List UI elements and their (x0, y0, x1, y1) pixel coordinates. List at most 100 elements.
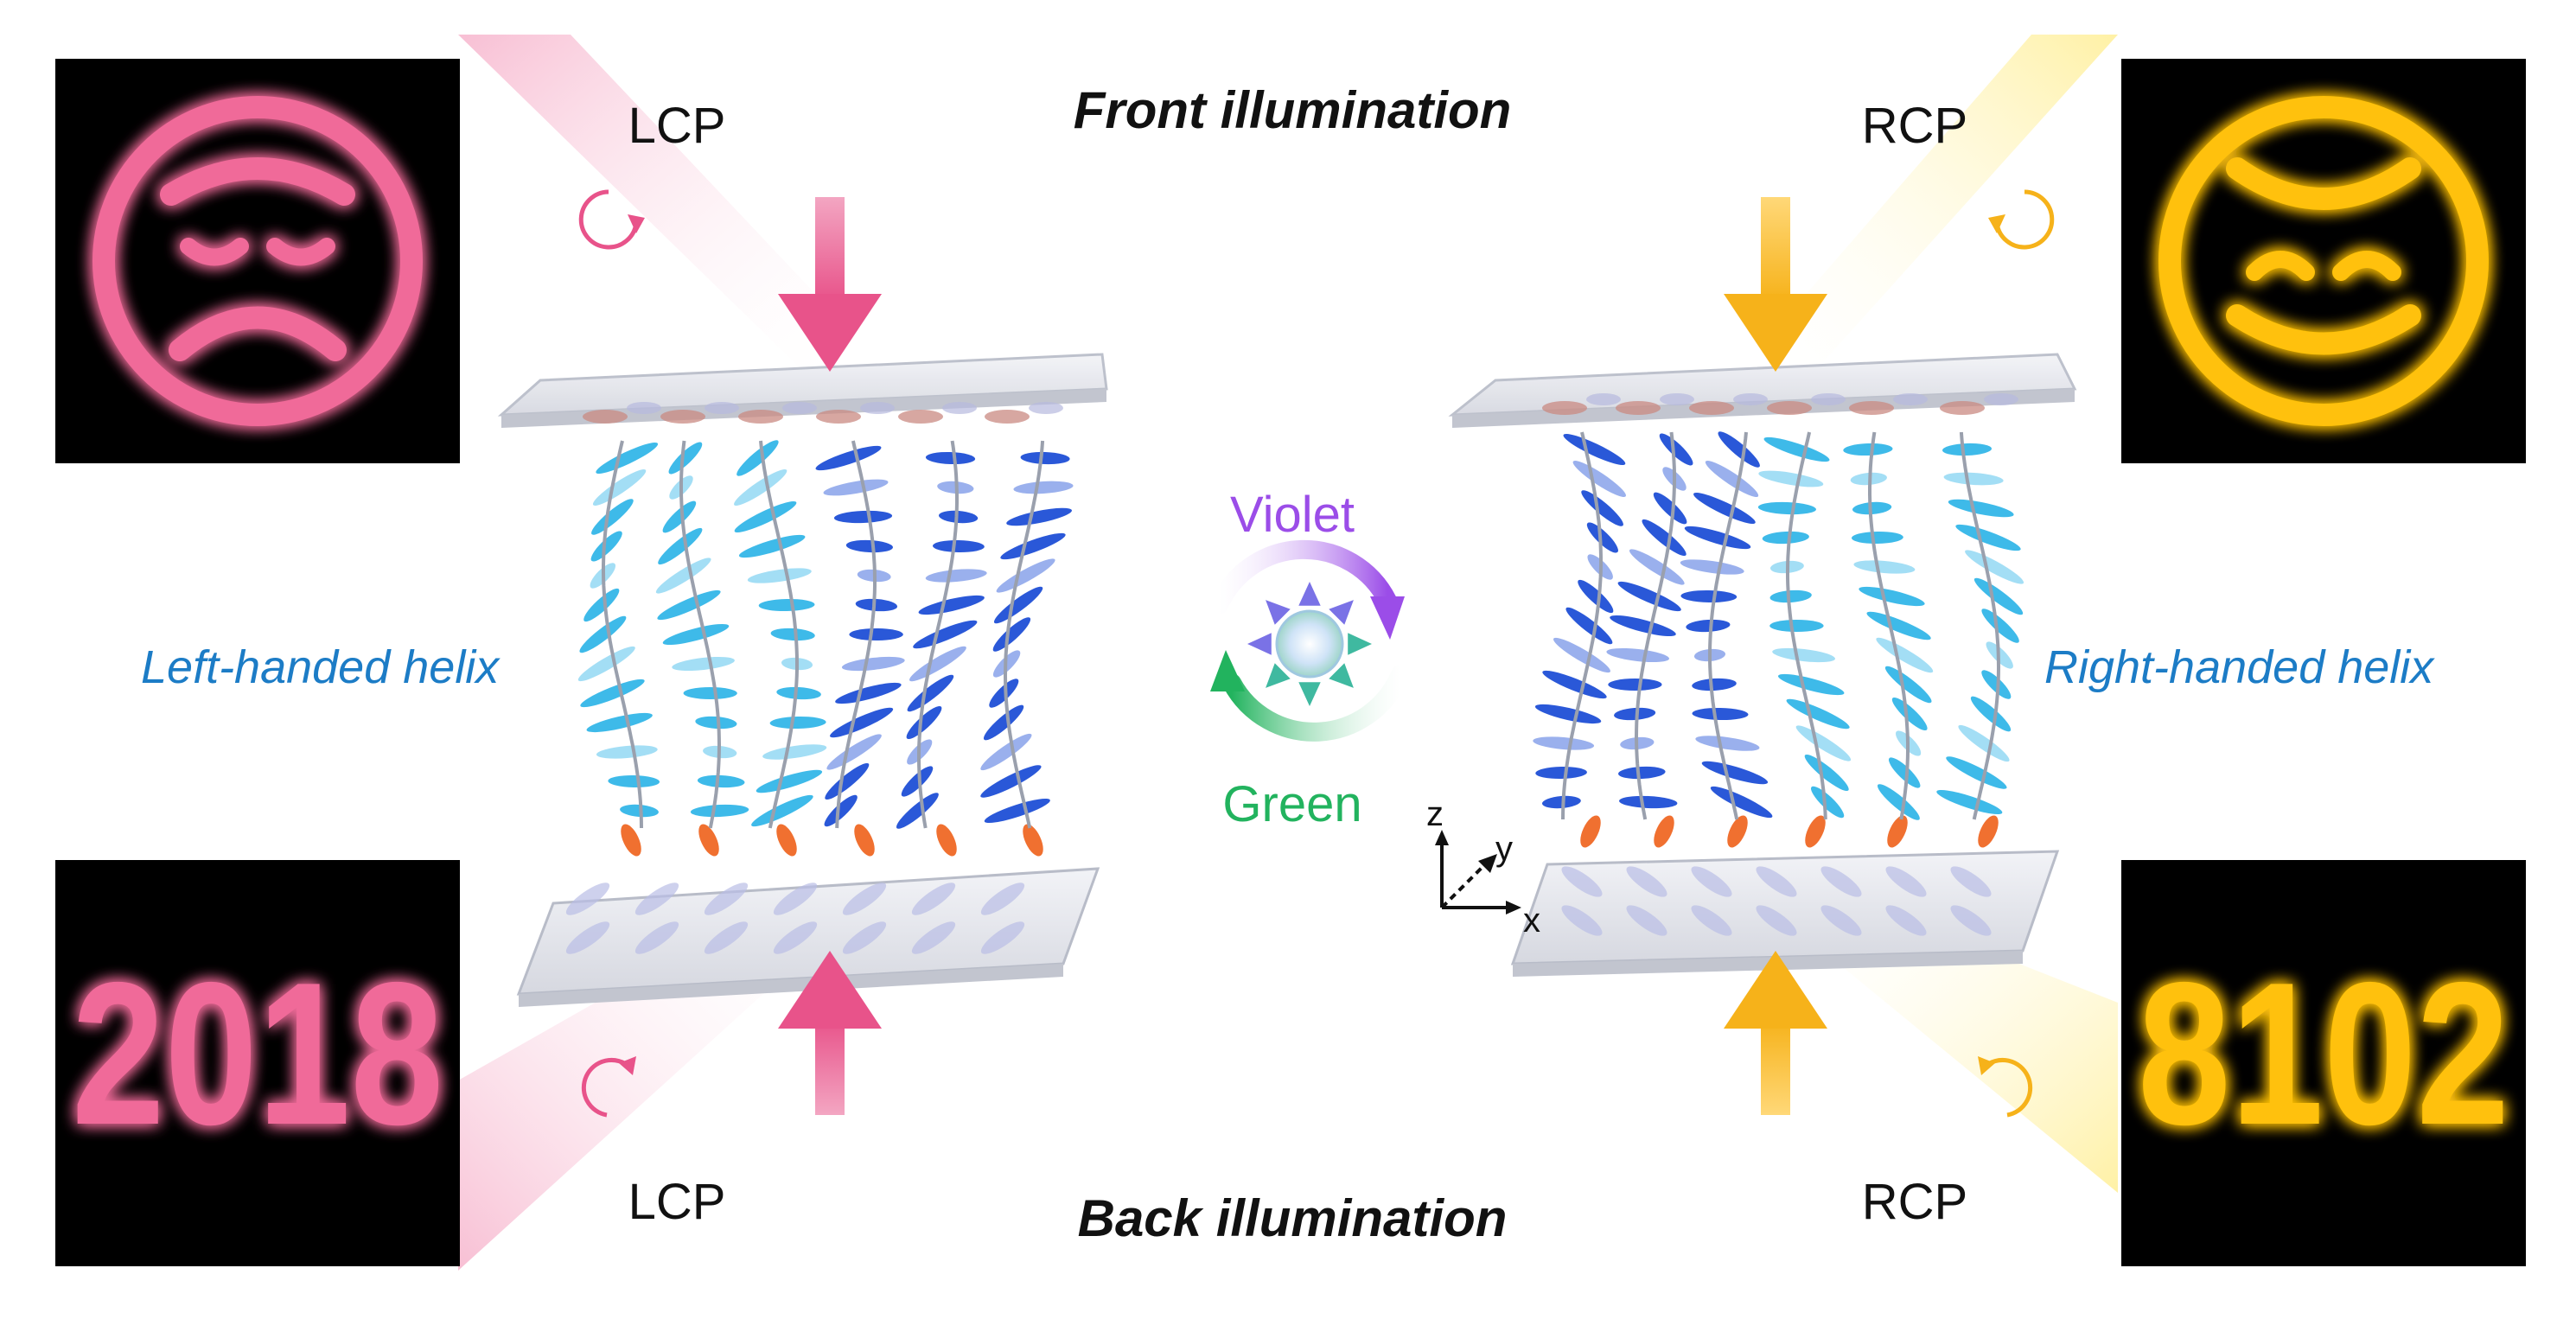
helix-wire (1003, 440, 1045, 829)
lc-molecule (734, 468, 787, 507)
lc-molecule (1852, 531, 1903, 545)
helix-wire (917, 440, 959, 829)
surface-molecule (1733, 393, 1768, 405)
surface-molecule (980, 883, 1025, 915)
panel-text-2018: 2018 (72, 940, 443, 1167)
surface-molecule (1691, 905, 1732, 936)
lcp-rotation-icon-bottom (581, 1056, 636, 1118)
lc-molecule (896, 793, 939, 829)
surface-molecule (1820, 905, 1862, 936)
surface-molecule (1885, 866, 1927, 897)
lc-molecule (1572, 461, 1626, 497)
lc-molecule (1876, 637, 1934, 673)
label-axis-x: x (1523, 902, 1540, 940)
lc-molecule (1757, 501, 1816, 515)
lc-molecule (1762, 531, 1809, 545)
arrow-front-left (778, 197, 882, 372)
label-right-handed-helix: Right-handed helix (2044, 641, 2435, 693)
anchor-molecule (1805, 815, 1826, 848)
lc-molecule (596, 745, 658, 759)
surface-molecule (1626, 866, 1667, 897)
surface-molecule (860, 402, 895, 414)
lc-molecule (577, 646, 635, 682)
lc-molecule (668, 442, 703, 475)
surface-molecule (942, 402, 977, 414)
helix-wire (1868, 431, 1910, 820)
surface-molecule (1691, 866, 1732, 897)
lc-molecule (1013, 481, 1074, 494)
lc-molecule (1563, 434, 1626, 465)
lc-molecule (658, 527, 703, 565)
surface-molecule (583, 410, 628, 424)
lc-molecule (825, 762, 870, 800)
lc-molecule (590, 531, 622, 562)
surface-molecule (1029, 402, 1063, 414)
surface-molecule (1689, 401, 1734, 415)
lc-molecule (1859, 586, 1925, 607)
surface-molecule (1616, 401, 1661, 415)
photo-switch-icon (1209, 539, 1410, 742)
lc-molecule (841, 656, 905, 672)
lc-molecule (1970, 696, 2012, 732)
lc-molecule (1581, 490, 1623, 526)
lc-molecule (933, 539, 985, 553)
lc-molecule (907, 674, 954, 712)
lc-molecule (1786, 698, 1850, 730)
helix-wire (602, 440, 643, 829)
helix-wire (1786, 431, 1827, 820)
label-green: Green (1222, 776, 1361, 832)
lc-molecule (989, 679, 1019, 708)
lc-molecule (776, 686, 821, 700)
lc-molecule (1763, 436, 1830, 462)
lc-molecule (758, 598, 815, 612)
lc-molecule (1553, 637, 1610, 673)
lc-molecule (1541, 795, 1581, 809)
lc-molecule (1000, 532, 1066, 560)
left-top-molecules (583, 402, 1063, 424)
anchor-molecule (1654, 815, 1674, 848)
lcp-rotation-icon-top (578, 189, 645, 250)
label-violet: Violet (1230, 487, 1355, 543)
lc-molecule (1659, 433, 1693, 466)
helix-wire (679, 440, 722, 829)
surface-molecule (1820, 866, 1862, 897)
lc-molecule (824, 794, 858, 827)
lc-molecule (1686, 619, 1731, 633)
lc-molecule (983, 704, 1024, 741)
lc-molecule (683, 686, 737, 700)
lc-molecule (1853, 560, 1916, 574)
beam-top-left (458, 35, 864, 380)
lc-molecule (1936, 789, 2003, 815)
lc-molecule (1684, 526, 1751, 550)
arrow-back-left (778, 951, 882, 1115)
lc-molecule (662, 623, 730, 646)
surface-molecule (1811, 393, 1846, 405)
lc-molecule (845, 539, 893, 553)
rcp-rotation-icon-top (1988, 189, 2055, 250)
lc-molecule (1810, 786, 1845, 819)
lc-molecule (662, 500, 697, 533)
lc-molecule (1653, 492, 1687, 525)
lc-molecule (1795, 725, 1852, 761)
surface-molecule (738, 410, 783, 424)
sun-ray (1329, 663, 1354, 688)
lc-molecule (734, 500, 797, 533)
lc-molecule (984, 798, 1050, 824)
lc-molecule (1586, 522, 1618, 553)
anchor-molecule (776, 824, 797, 857)
lc-molecule (1958, 724, 2010, 762)
surface-molecule (634, 883, 679, 915)
lc-molecule (849, 628, 903, 640)
anchor-molecule (1727, 815, 1748, 848)
lc-molecule (1758, 470, 1824, 487)
happy-face-icon (2158, 96, 2489, 426)
lc-molecule (1943, 472, 2004, 486)
anchor-molecule (698, 824, 719, 857)
surface-molecule (705, 402, 739, 414)
lc-molecule (1680, 589, 1738, 603)
helix-wire (1708, 431, 1748, 820)
surface-molecule (1950, 866, 1992, 897)
lc-molecule (993, 586, 1043, 624)
surface-molecule (773, 883, 818, 915)
lc-molecule (591, 499, 634, 535)
